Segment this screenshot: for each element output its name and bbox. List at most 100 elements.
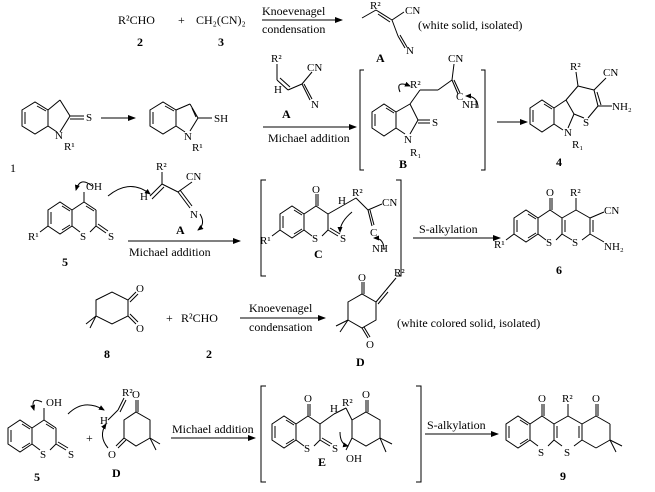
- arrow-curve-d2: [101, 423, 109, 449]
- reagent-a2-r2: R²: [156, 161, 167, 173]
- product-9-s1: S: [538, 447, 544, 459]
- reagent-a-cn: CN: [307, 62, 322, 74]
- compound-8-o2: O: [136, 323, 144, 335]
- product-a-cn: CN: [405, 5, 420, 17]
- indole-thiol-structure: SH N R¹: [149, 101, 228, 154]
- product-4-r1: R₁: [572, 139, 583, 151]
- compound-8-o1: O: [136, 283, 144, 295]
- product-4-n: N: [564, 127, 572, 139]
- intermediate-b-label: B: [399, 157, 407, 171]
- indole-sh: SH: [214, 113, 228, 125]
- compound-5b-s1: S: [40, 449, 46, 461]
- int-b-cn: CN: [448, 53, 463, 65]
- bracket-right-b: [481, 69, 486, 171]
- product-a-r2: R²: [370, 0, 381, 12]
- product-9-number: 9: [560, 469, 566, 483]
- reagent-d-o1: O: [132, 389, 140, 401]
- reagent-a-label: A: [282, 107, 291, 121]
- arrow-curve-b2: [465, 93, 479, 109]
- int-c-nh: NH: [372, 243, 388, 255]
- product-6-s1: S: [546, 237, 552, 249]
- reactant-malononitrile-number: 3: [218, 35, 224, 49]
- int-e-o1: O: [304, 393, 312, 405]
- reagent-a-h: H: [274, 84, 282, 96]
- product-4-cn: CN: [603, 67, 618, 79]
- compound-5-r1: R¹: [28, 231, 39, 243]
- arrow-curve-c1: [337, 211, 353, 233]
- reactant-aldehyde-2: R²CHO: [181, 311, 218, 325]
- int-c-s2: S: [340, 233, 346, 245]
- michael-label-1: Michael addition: [268, 131, 350, 145]
- product-9-s2: S: [564, 447, 570, 459]
- reagent-a2-n: N: [190, 209, 198, 221]
- reagent-d-r2: R²: [122, 387, 133, 399]
- row5-michael-xanthene: OH S S 5 + R² H O O D Michael addition: [7, 385, 623, 484]
- reagent-a-r2: R²: [271, 53, 282, 65]
- indole-r1: R¹: [192, 142, 203, 154]
- compound-1-structure: S N R¹: [21, 99, 92, 153]
- int-e-r2: R²: [342, 397, 353, 409]
- intermediate-c-structure: O H R² CN C NH S S R¹: [260, 184, 397, 255]
- compound-5-s2: S: [108, 231, 114, 243]
- int-e-oh: OH: [346, 453, 362, 465]
- row1-knoevenagel: R²CHO 2 + CH₂(CN)₂ 3 Knoevenagel condens…: [118, 0, 522, 65]
- intermediate-c-label: C: [314, 247, 323, 261]
- int-b-r1: R₁: [410, 147, 421, 159]
- intermediate-e-structure: O H R² O S S OH: [271, 389, 393, 465]
- compound-5-number: 5: [62, 255, 68, 269]
- reactant-malononitrile: CH₂(CN)₂: [196, 13, 246, 27]
- int-b-r2: R²: [410, 79, 421, 91]
- int-c-r1: R¹: [260, 235, 271, 247]
- int-b-n: N: [404, 134, 412, 146]
- int-c-s1: S: [312, 233, 318, 245]
- product-d-o1: O: [358, 272, 366, 284]
- reagent-a-label-2: A: [176, 223, 185, 237]
- product-d-o2: O: [366, 339, 374, 351]
- s-alkylation-label-1: S-alkylation: [419, 222, 478, 236]
- product-9-o2: O: [592, 393, 600, 405]
- compound-1-s: S: [86, 112, 92, 124]
- intermediate-e-label: E: [318, 455, 326, 469]
- arrow-curve-a2: [107, 186, 151, 197]
- row4-knoevenagel-dimedone: O O 8 + R²CHO 2 Knoevenagel condensation…: [85, 267, 540, 369]
- product-9-structure: O R² O S S: [505, 393, 623, 459]
- int-b-c: C: [456, 91, 463, 103]
- int-e-h: H: [330, 403, 338, 415]
- product-a-label: A: [376, 51, 385, 65]
- reagent-a2-cn: CN: [186, 171, 201, 183]
- product-6-r2: R²: [570, 187, 581, 199]
- int-c-r2: R²: [352, 187, 363, 199]
- int-e-s2: S: [332, 443, 338, 455]
- arrow-label-top: Knoevenagel: [262, 4, 326, 18]
- reactant-aldehyde-number: 2: [137, 35, 143, 49]
- reagent-d-h: H: [100, 415, 108, 427]
- int-e-s1: S: [304, 443, 310, 455]
- bracket-right-e: [416, 385, 422, 483]
- compound-1-r1: R¹: [64, 141, 75, 153]
- arrow-curve-b1: [398, 81, 411, 93]
- product-6-structure: O R² CN NH₂ S S R¹: [494, 187, 624, 253]
- product-6-nh2: NH₂: [604, 241, 624, 253]
- s-alkylation-label-2: S-alkylation: [427, 418, 486, 432]
- product-d-structure: O O R²: [335, 267, 405, 351]
- int-c-cn: CN: [382, 197, 397, 209]
- product-4-structure: R² CN NH₂ S N R₁: [529, 61, 632, 151]
- product-4-nh2: NH₂: [612, 101, 632, 113]
- product-9-o1: O: [538, 393, 546, 405]
- product-6-number: 6: [556, 263, 562, 277]
- product-6-s2: S: [572, 237, 578, 249]
- bracket-left-b: [359, 69, 364, 171]
- plus-sign: +: [178, 13, 185, 27]
- product-d-label: D: [356, 355, 365, 369]
- bracket-left-e: [260, 385, 266, 483]
- compound-5-structure: OH R¹ S S: [28, 181, 114, 243]
- int-b-s: S: [432, 117, 438, 129]
- compound-8-number: 8: [104, 347, 110, 361]
- arrow-curve-c2: [373, 235, 385, 251]
- product-6-o: O: [546, 187, 554, 199]
- reagent-a-structure-2: R² H CN N: [107, 161, 204, 231]
- int-c-h: H: [338, 195, 346, 207]
- compound-5b-number: 5: [34, 470, 40, 484]
